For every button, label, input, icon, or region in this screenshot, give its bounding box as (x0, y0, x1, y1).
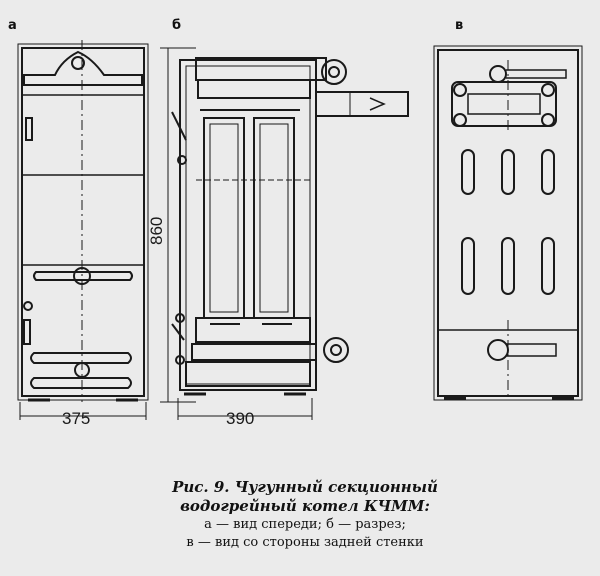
rear-slot-2 (501, 149, 515, 195)
view-b-label: б (172, 18, 182, 33)
upper-door-handle (25, 117, 33, 141)
rear-top-flange (489, 65, 507, 83)
front-body-inner-line (17, 43, 149, 401)
caption-title-line-1: Рис. 9. Чугунный секционный (172, 478, 438, 496)
caption-title-line-2: водогрейный котел КЧММ: (180, 497, 430, 515)
section-view (160, 47, 409, 420)
upper-ash-slot (33, 271, 133, 281)
section-depth-dimension: 390 (226, 409, 254, 428)
rear-slot-6 (541, 237, 555, 295)
lower-slot-1 (30, 352, 132, 364)
rear-top-header (451, 81, 557, 127)
rear-bottom-flange (487, 339, 509, 361)
section-casing (179, 59, 317, 391)
front-top-panel (23, 50, 143, 86)
ash-pit (185, 361, 311, 387)
lower-door-handle (23, 319, 31, 345)
front-view (17, 40, 149, 420)
lower-slot-2 (30, 377, 132, 389)
rear-view (433, 45, 583, 401)
bottom-return-flange (323, 337, 349, 363)
caption-legend-line-1: а — вид спереди; б — разрез; (204, 517, 406, 532)
view-a-label: а (8, 18, 17, 33)
rear-slot-5 (501, 237, 515, 295)
flue-pipe (315, 91, 409, 117)
front-body-outline (21, 47, 145, 397)
rear-slot-3 (541, 149, 555, 195)
front-width-dimension: 375 (62, 409, 90, 428)
front-top-bolt (71, 56, 85, 70)
lower-slot-bolt (74, 362, 90, 378)
rear-slot-1 (461, 149, 475, 195)
caption-legend-line-2: в — вид со стороны задней стенки (186, 535, 424, 550)
rear-slot-4 (461, 237, 475, 295)
view-c-label: в (455, 18, 464, 33)
height-dimension: 860 (147, 217, 166, 245)
grate (195, 317, 311, 343)
top-header (195, 57, 327, 81)
figure-caption: Рис. 9. Чугунный секционный водогрейный … (140, 478, 470, 552)
lower-door-knob (23, 301, 33, 311)
boiler-drawing: 375 390 860 (17, 40, 583, 428)
upper-slot-bolt (73, 267, 91, 285)
top-outlet-flange (321, 59, 347, 85)
